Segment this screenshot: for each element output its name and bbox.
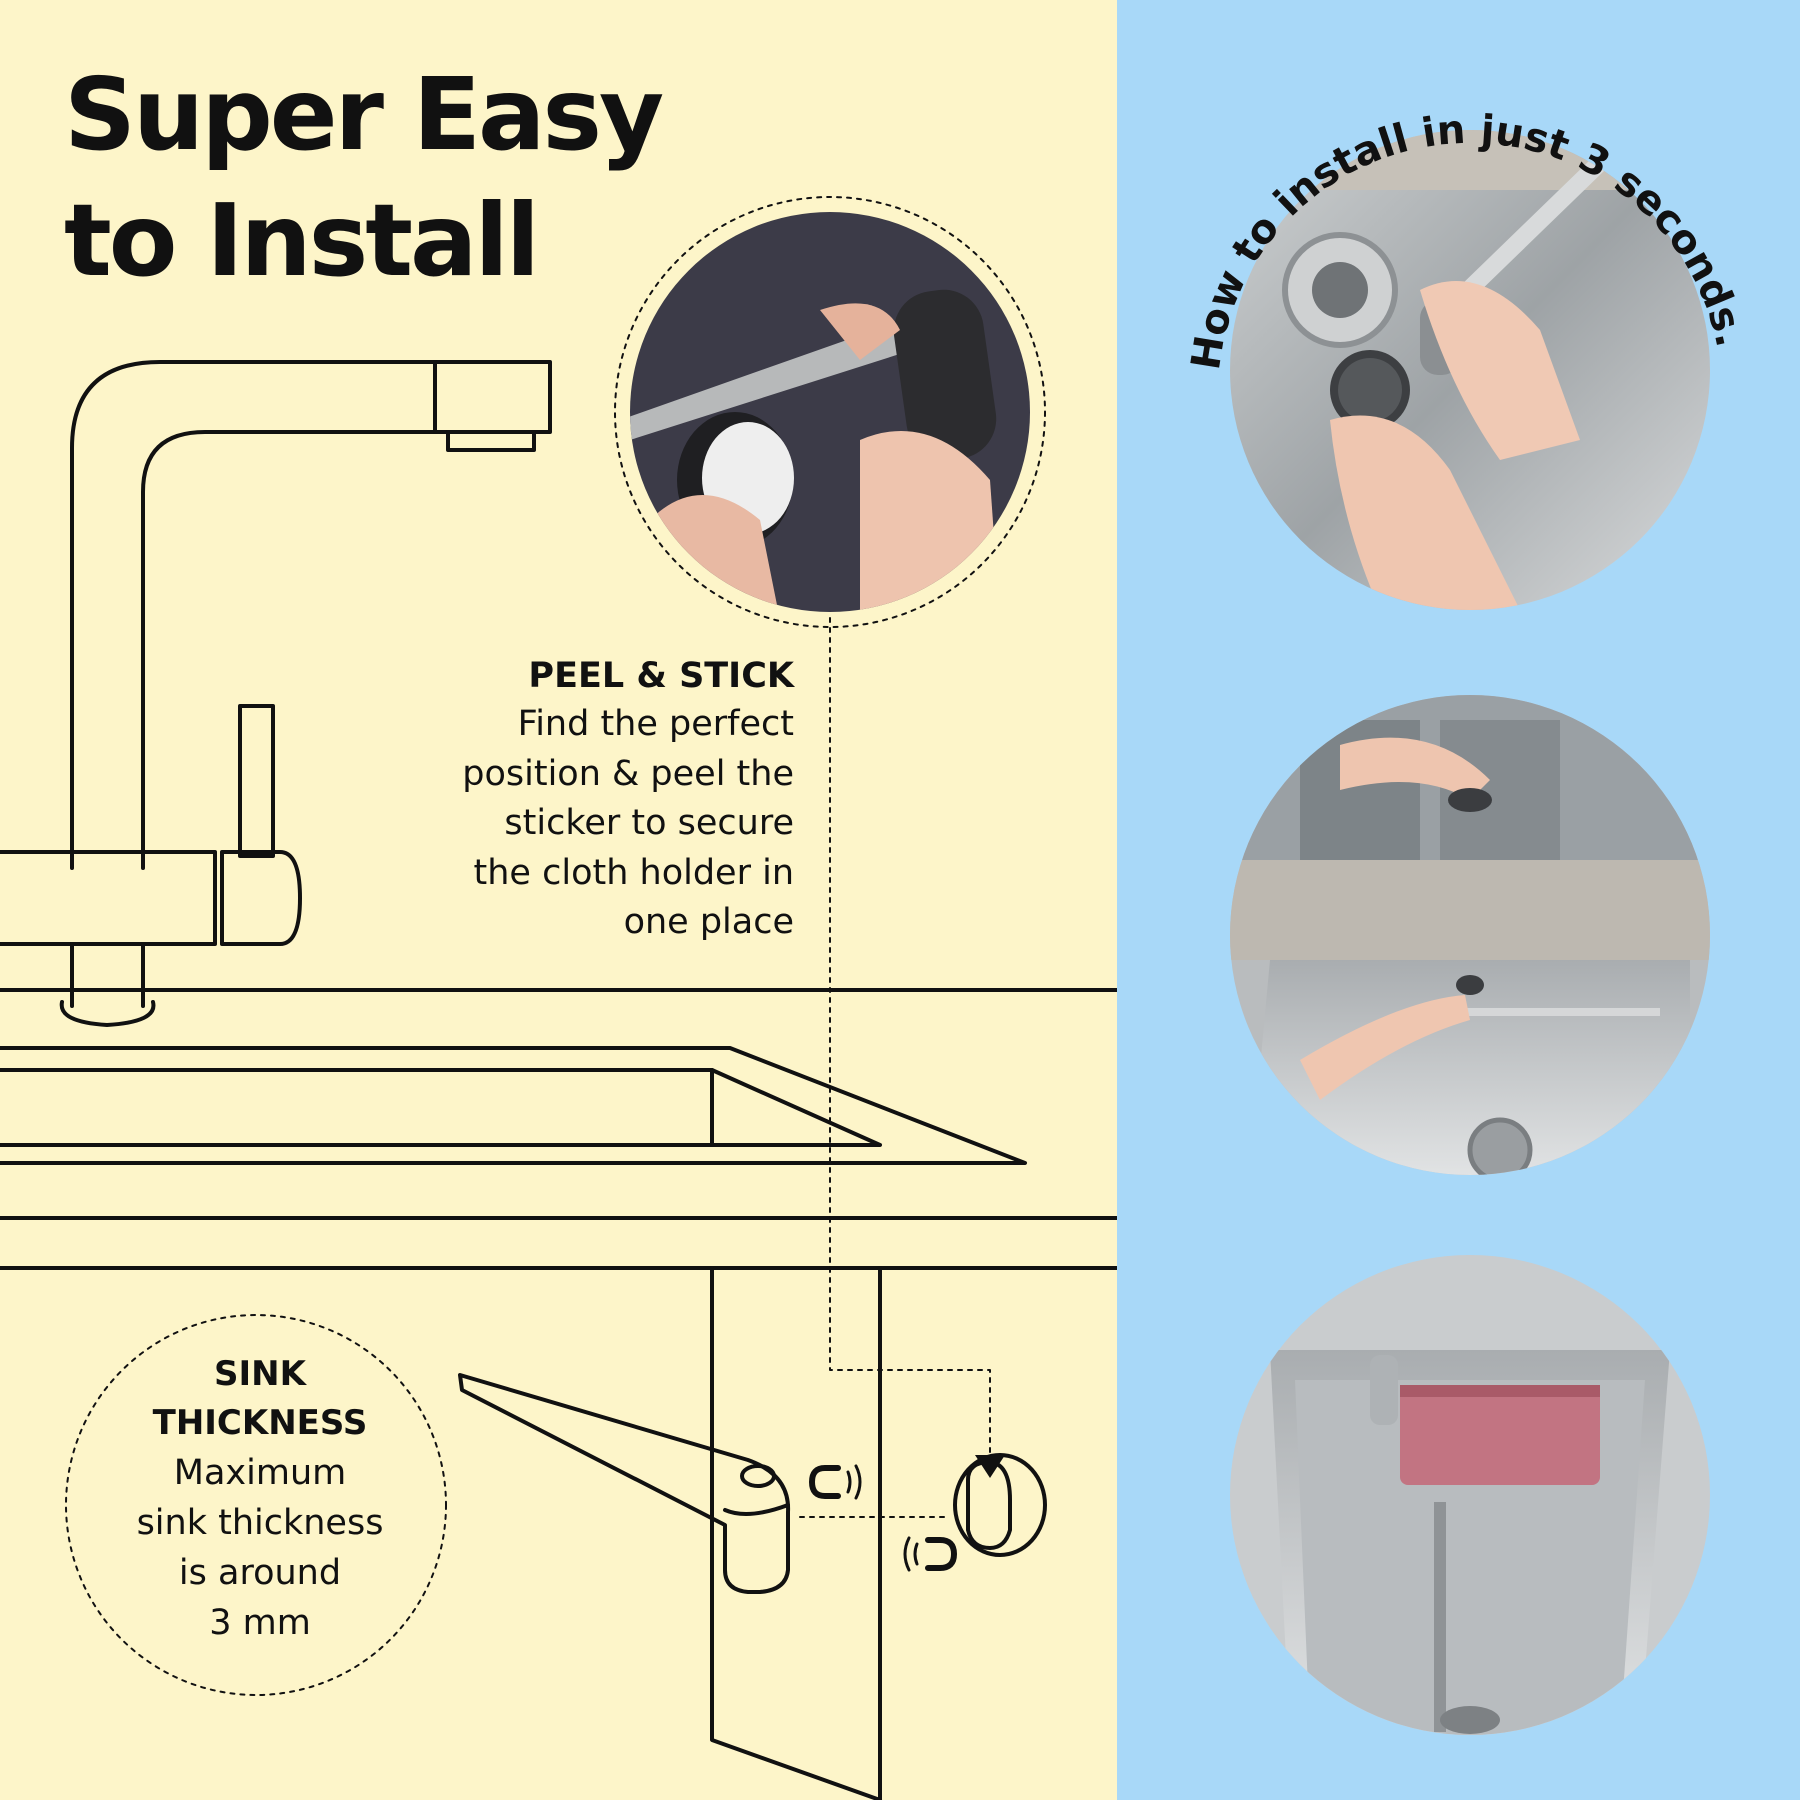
- peel-stick-heading: PEEL & STICK: [528, 656, 794, 696]
- sink-thickness-line: sink thickness: [136, 1503, 384, 1543]
- photo-step-1: [1230, 130, 1710, 610]
- peel-stick-line: the cloth holder in: [473, 852, 794, 893]
- faucet-drawing: [0, 360, 552, 1027]
- sink-thickness-heading-2: THICKNESS: [152, 1403, 368, 1443]
- magnet-icon: [808, 1464, 862, 1500]
- peel-stick-line: one place: [623, 902, 794, 942]
- sink-thickness-heading-1: SINK: [214, 1354, 306, 1394]
- headline: Super Easy to Install: [64, 52, 664, 304]
- sink-drawing: [0, 988, 1117, 1800]
- sink-thickness-line: 3 mm: [209, 1603, 311, 1643]
- photo-step-3: [1230, 1255, 1710, 1735]
- photo-peel-sticker: [630, 212, 1030, 612]
- sink-thickness-text: SINK THICKNESS Maximum sink thickness is…: [100, 1350, 420, 1648]
- sink-thickness-line: is around: [178, 1553, 342, 1593]
- photo-step-2: [1230, 695, 1710, 1175]
- magnet-icon: [903, 1536, 958, 1572]
- cloth-holder-drawing: [458, 1373, 791, 1594]
- peel-stick-line: position & peel the: [462, 753, 794, 794]
- peel-stick-line: sticker to secure: [504, 803, 794, 843]
- sink-thickness-line: Maximum: [173, 1453, 347, 1493]
- peel-stick-text: PEEL & STICK Find the perfect position &…: [462, 652, 794, 948]
- sink-illustration: [0, 196, 1117, 1800]
- headline-line-2: to Install: [64, 182, 540, 299]
- headline-line-1: Super Easy: [64, 56, 664, 173]
- arrow-down-icon: [975, 1455, 1005, 1478]
- peel-stick-line: Find the perfect: [517, 704, 794, 744]
